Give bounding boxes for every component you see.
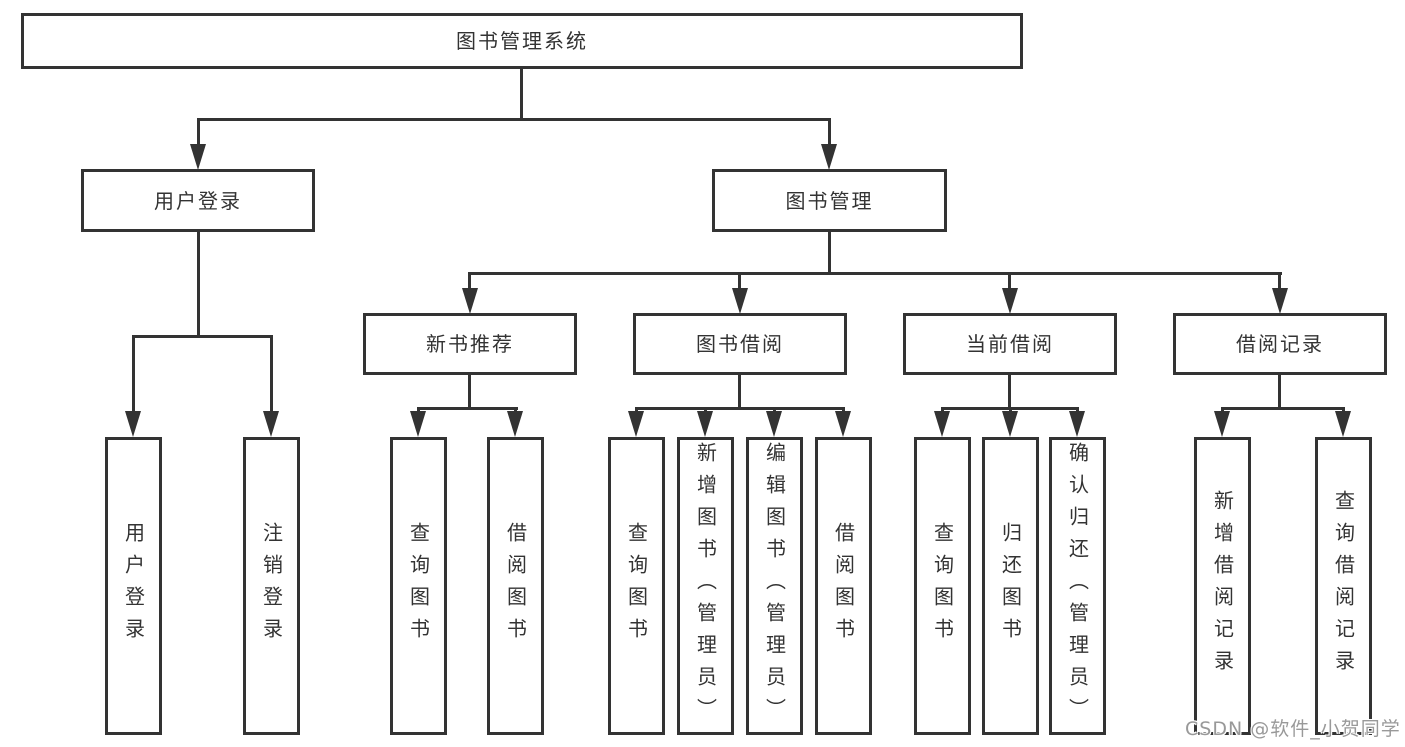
node-new-book-recommend: 新书推荐: [363, 313, 577, 375]
node-leaf-query-borrow-record: 查询借阅记录: [1315, 437, 1372, 735]
connector-vline: [738, 375, 741, 409]
node-leaf-user-login: 用户登录: [105, 437, 162, 735]
connector-hline: [635, 407, 845, 410]
connector-vline: [468, 272, 471, 290]
connector-vline: [828, 118, 831, 146]
node-borrowing-records: 借阅记录: [1173, 313, 1387, 375]
node-leaf-edit-books-admin: 编辑图书（管理员）: [746, 437, 803, 735]
connector-vline: [468, 375, 471, 409]
connector-vline: [520, 69, 523, 120]
connector-vline: [197, 118, 200, 146]
node-leaf-query-books-borrow: 查询图书: [608, 437, 665, 735]
connector-vline: [270, 335, 273, 412]
arrow-down-icon: [1002, 411, 1018, 437]
node-leaf-add-borrow-record: 新增借阅记录: [1194, 437, 1251, 735]
connector-vline: [1008, 375, 1011, 409]
node-leaf-return-books: 归还图书: [982, 437, 1039, 735]
node-leaf-query-books-new: 查询图书: [390, 437, 447, 735]
connector-hline: [417, 407, 518, 410]
connector-vline: [1278, 375, 1281, 409]
node-leaf-borrow-books-new: 借阅图书: [487, 437, 544, 735]
connector-hline: [132, 335, 273, 338]
arrow-down-icon: [410, 411, 426, 437]
connector-vline: [1008, 272, 1011, 290]
node-current-borrowing: 当前借阅: [903, 313, 1117, 375]
node-leaf-borrow-books: 借阅图书: [815, 437, 872, 735]
arrow-down-icon: [1069, 411, 1085, 437]
watermark: CSDN @软件_小贺同学: [1185, 718, 1401, 740]
arrow-down-icon: [697, 411, 713, 437]
connector-hline: [468, 272, 1282, 275]
connector-vline: [197, 232, 200, 337]
arrow-down-icon: [1002, 288, 1018, 314]
arrow-down-icon: [835, 411, 851, 437]
arrow-down-icon: [628, 411, 644, 437]
arrow-down-icon: [190, 144, 206, 170]
node-user-login-branch: 用户登录: [81, 169, 315, 232]
arrow-down-icon: [1272, 288, 1288, 314]
connector-vline: [828, 232, 831, 274]
arrow-down-icon: [732, 288, 748, 314]
node-book-management: 图书管理: [712, 169, 947, 232]
node-library-system: 图书管理系统: [21, 13, 1023, 69]
arrow-down-icon: [934, 411, 950, 437]
arrow-down-icon: [462, 288, 478, 314]
node-leaf-query-books-current: 查询图书: [914, 437, 971, 735]
connector-vline: [132, 335, 135, 412]
node-book-borrowing: 图书借阅: [633, 313, 847, 375]
arrow-down-icon: [263, 411, 279, 437]
arrow-down-icon: [821, 144, 837, 170]
arrow-down-icon: [125, 411, 141, 437]
node-leaf-confirm-return-admin: 确认归还（管理员）: [1049, 437, 1106, 735]
arrow-down-icon: [1335, 411, 1351, 437]
arrow-down-icon: [766, 411, 782, 437]
arrow-down-icon: [1214, 411, 1230, 437]
node-leaf-logout: 注销登录: [243, 437, 300, 735]
connector-vline: [1278, 272, 1281, 290]
node-leaf-add-books-admin: 新增图书（管理员）: [677, 437, 734, 735]
arrow-down-icon: [507, 411, 523, 437]
connector-hline: [1221, 407, 1345, 410]
connector-hline: [197, 118, 831, 121]
connector-vline: [738, 272, 741, 290]
